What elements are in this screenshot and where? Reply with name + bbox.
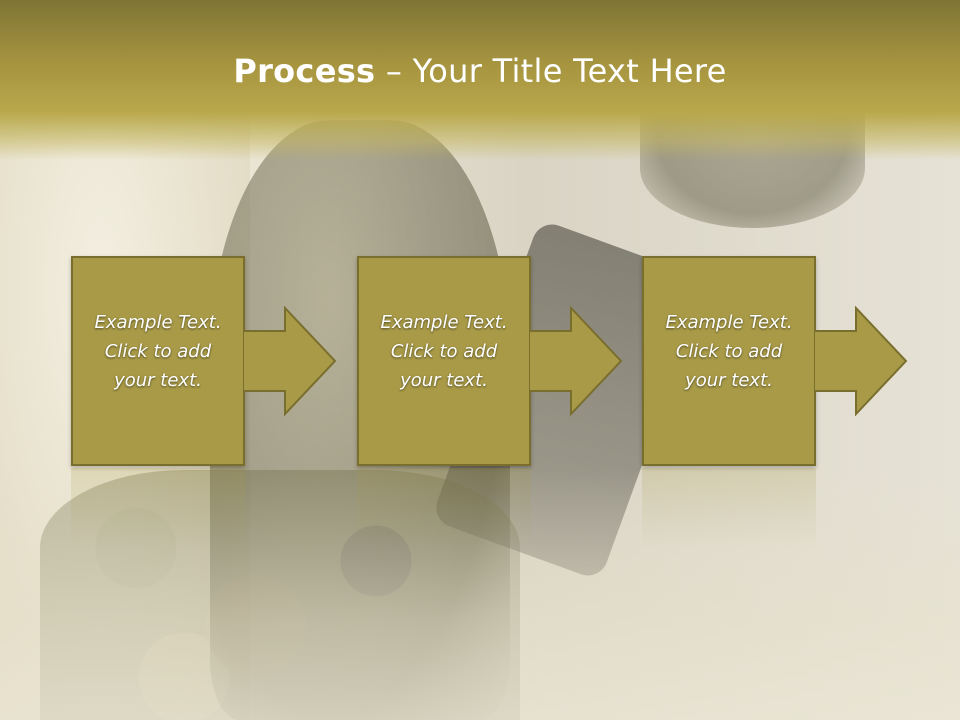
process-step-1[interactable]: Example Text. Click to add your text. — [71, 256, 337, 466]
right-arrow-icon — [243, 306, 337, 416]
box-reflection — [71, 468, 245, 548]
slide-title[interactable]: Process – Your Title Text Here — [0, 52, 960, 90]
process-step-2[interactable]: Example Text. Click to add your text. — [357, 256, 623, 466]
process-box-text[interactable]: Example Text. Click to add your text. — [94, 312, 222, 391]
process-box-text[interactable]: Example Text. Click to add your text. — [380, 312, 508, 391]
process-box-text[interactable]: Example Text. Click to add your text. — [665, 312, 793, 391]
process-box[interactable] — [642, 256, 816, 466]
right-arrow-icon — [529, 306, 623, 416]
title-rest: – Your Title Text Here — [375, 52, 727, 90]
background-fade — [0, 470, 960, 720]
right-arrow-icon — [814, 306, 908, 416]
title-bold: Process — [233, 52, 376, 90]
box-reflection — [642, 468, 816, 548]
box-reflection — [357, 468, 531, 548]
process-step-3[interactable]: Example Text. Click to add your text. — [642, 256, 908, 466]
title-band — [0, 0, 960, 160]
